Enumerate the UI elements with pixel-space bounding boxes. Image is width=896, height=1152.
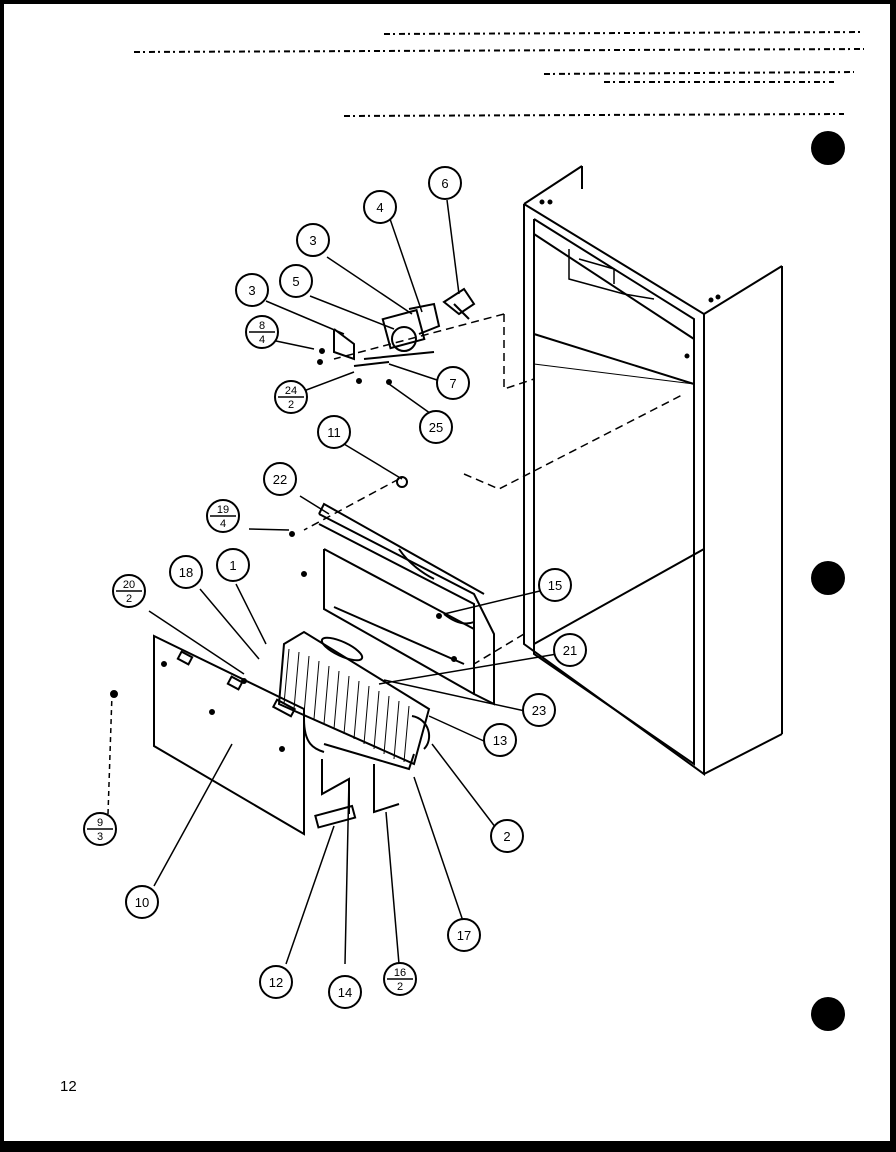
- fraction-16-2-bottom: 2: [397, 981, 403, 993]
- callout-22-label: 22: [273, 472, 287, 487]
- callout-14-label: 14: [338, 985, 352, 1000]
- fraction-callout-24-2: 24 2: [274, 380, 308, 414]
- callout-3-upper-label: 3: [309, 233, 316, 248]
- fraction-9-3-bottom: 3: [97, 831, 103, 843]
- header-scan-noise: [133, 31, 865, 117]
- callout-7: 7: [436, 366, 470, 400]
- fraction-callout-19-4: 19 4: [206, 499, 240, 533]
- callout-17: 17: [447, 918, 481, 952]
- callout-1-label: 1: [229, 558, 236, 573]
- evaporator-cover: [289, 476, 495, 706]
- callout-23-label: 23: [532, 703, 546, 718]
- callout-13: 13: [483, 723, 517, 757]
- binder-hole-middle: [811, 561, 845, 595]
- callout-18: 18: [169, 555, 203, 589]
- fraction-24-2-bottom: 2: [288, 399, 294, 411]
- callout-4: 4: [363, 190, 397, 224]
- diagram-sheet: 1 2 3 3 4 5 6: [4, 4, 890, 1141]
- fraction-8-4-top: 8: [259, 320, 265, 332]
- callout-2: 2: [490, 819, 524, 853]
- fraction-19-4-bottom: 4: [220, 518, 226, 530]
- cabinet-liner: [523, 165, 783, 776]
- fraction-19-4-top: 19: [217, 504, 229, 516]
- assembly-dashed-lines: [303, 313, 685, 665]
- callout-4-label: 4: [376, 200, 383, 215]
- callout-13-label: 13: [493, 733, 507, 748]
- callout-12-label: 12: [269, 975, 283, 990]
- callout-12: 12: [259, 965, 293, 999]
- fraction-callout-16-2: 16 2: [383, 962, 417, 996]
- callout-22: 22: [263, 462, 297, 496]
- callout-2-label: 2: [503, 829, 510, 844]
- fraction-20-2-top: 20: [123, 579, 135, 591]
- callout-21-label: 21: [563, 643, 577, 658]
- callout-11-label: 11: [327, 425, 341, 440]
- callout-15: 15: [538, 568, 572, 602]
- callout-3-lower-label: 3: [248, 283, 255, 298]
- callout-10-label: 10: [135, 895, 149, 910]
- callout-3-lower: 3: [235, 273, 269, 307]
- fraction-16-2-top: 16: [394, 967, 406, 979]
- page-number: 12: [60, 1078, 77, 1095]
- evaporator-coil: [277, 630, 431, 829]
- callout-6-label: 6: [441, 176, 448, 191]
- fraction-callout-8-4: 8 4: [245, 315, 279, 349]
- binder-hole-top: [811, 131, 845, 165]
- callout-17-label: 17: [457, 928, 471, 943]
- fraction-24-2-top: 24: [285, 385, 297, 397]
- callout-25-label: 25: [429, 420, 443, 435]
- callout-11: 11: [317, 415, 351, 449]
- callout-23: 23: [522, 693, 556, 727]
- callout-14: 14: [328, 975, 362, 1009]
- front-cover-panel: [110, 634, 305, 836]
- callout-18-label: 18: [179, 565, 193, 580]
- callout-21: 21: [553, 633, 587, 667]
- callout-15-label: 15: [548, 578, 562, 593]
- callout-7-label: 7: [449, 376, 456, 391]
- binder-hole-bottom: [811, 997, 845, 1031]
- callout-3-upper: 3: [296, 223, 330, 257]
- callout-25: 25: [419, 410, 453, 444]
- callout-10: 10: [125, 885, 159, 919]
- fraction-8-4-bottom: 4: [259, 334, 265, 346]
- fraction-callout-9-3: 9 3: [83, 812, 117, 846]
- fraction-9-3-top: 9: [97, 817, 103, 829]
- exploded-view-drawing: 1 2 3 3 4 5 6: [83, 31, 865, 1031]
- callout-1: 1: [216, 548, 250, 582]
- fraction-20-2-bottom: 2: [126, 593, 132, 605]
- callout-5: 5: [279, 264, 313, 298]
- callout-5-label: 5: [292, 274, 299, 289]
- callout-leader-lines: [107, 199, 558, 965]
- callout-6: 6: [428, 166, 462, 200]
- fraction-callout-20-2: 20 2: [112, 574, 146, 608]
